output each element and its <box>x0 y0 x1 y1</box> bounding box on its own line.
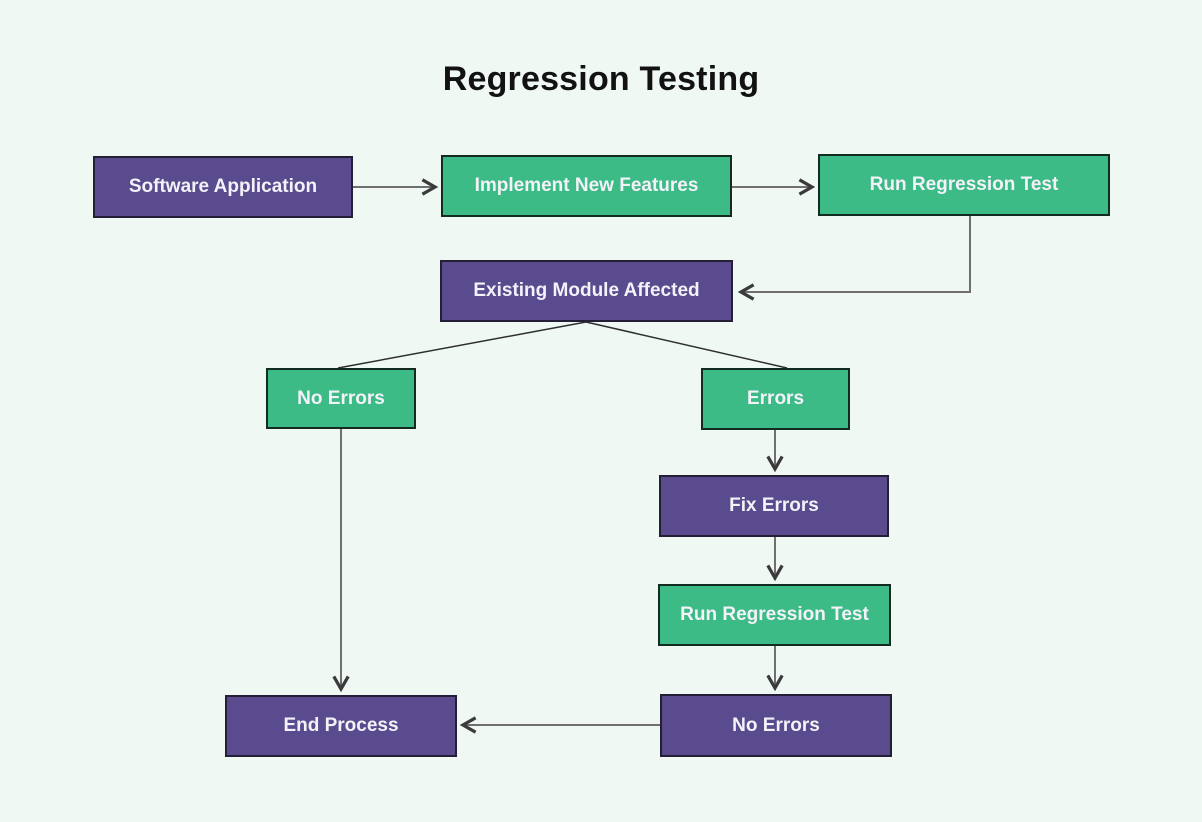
node-implement-new-features: Implement New Features <box>441 155 732 217</box>
node-run-regression-test-2: Run Regression Test <box>658 584 891 646</box>
node-software-application: Software Application <box>93 156 353 218</box>
node-errors: Errors <box>701 368 850 430</box>
diagram-title: Regression Testing <box>442 60 760 98</box>
node-no-errors-left: No Errors <box>266 368 416 429</box>
edge-existing-module-affected-to-errors <box>585 321 788 369</box>
node-existing-module-affected: Existing Module Affected <box>440 260 733 322</box>
edge-run-regression-test-to-existing-module-affected <box>737 216 971 301</box>
node-fix-errors: Fix Errors <box>659 475 889 537</box>
node-no-errors-bottom: No Errors <box>660 694 892 757</box>
edge-existing-module-affected-to-no-errors-left <box>337 321 587 369</box>
node-end-process: End Process <box>225 695 457 757</box>
node-run-regression-test-1: Run Regression Test <box>818 154 1110 216</box>
